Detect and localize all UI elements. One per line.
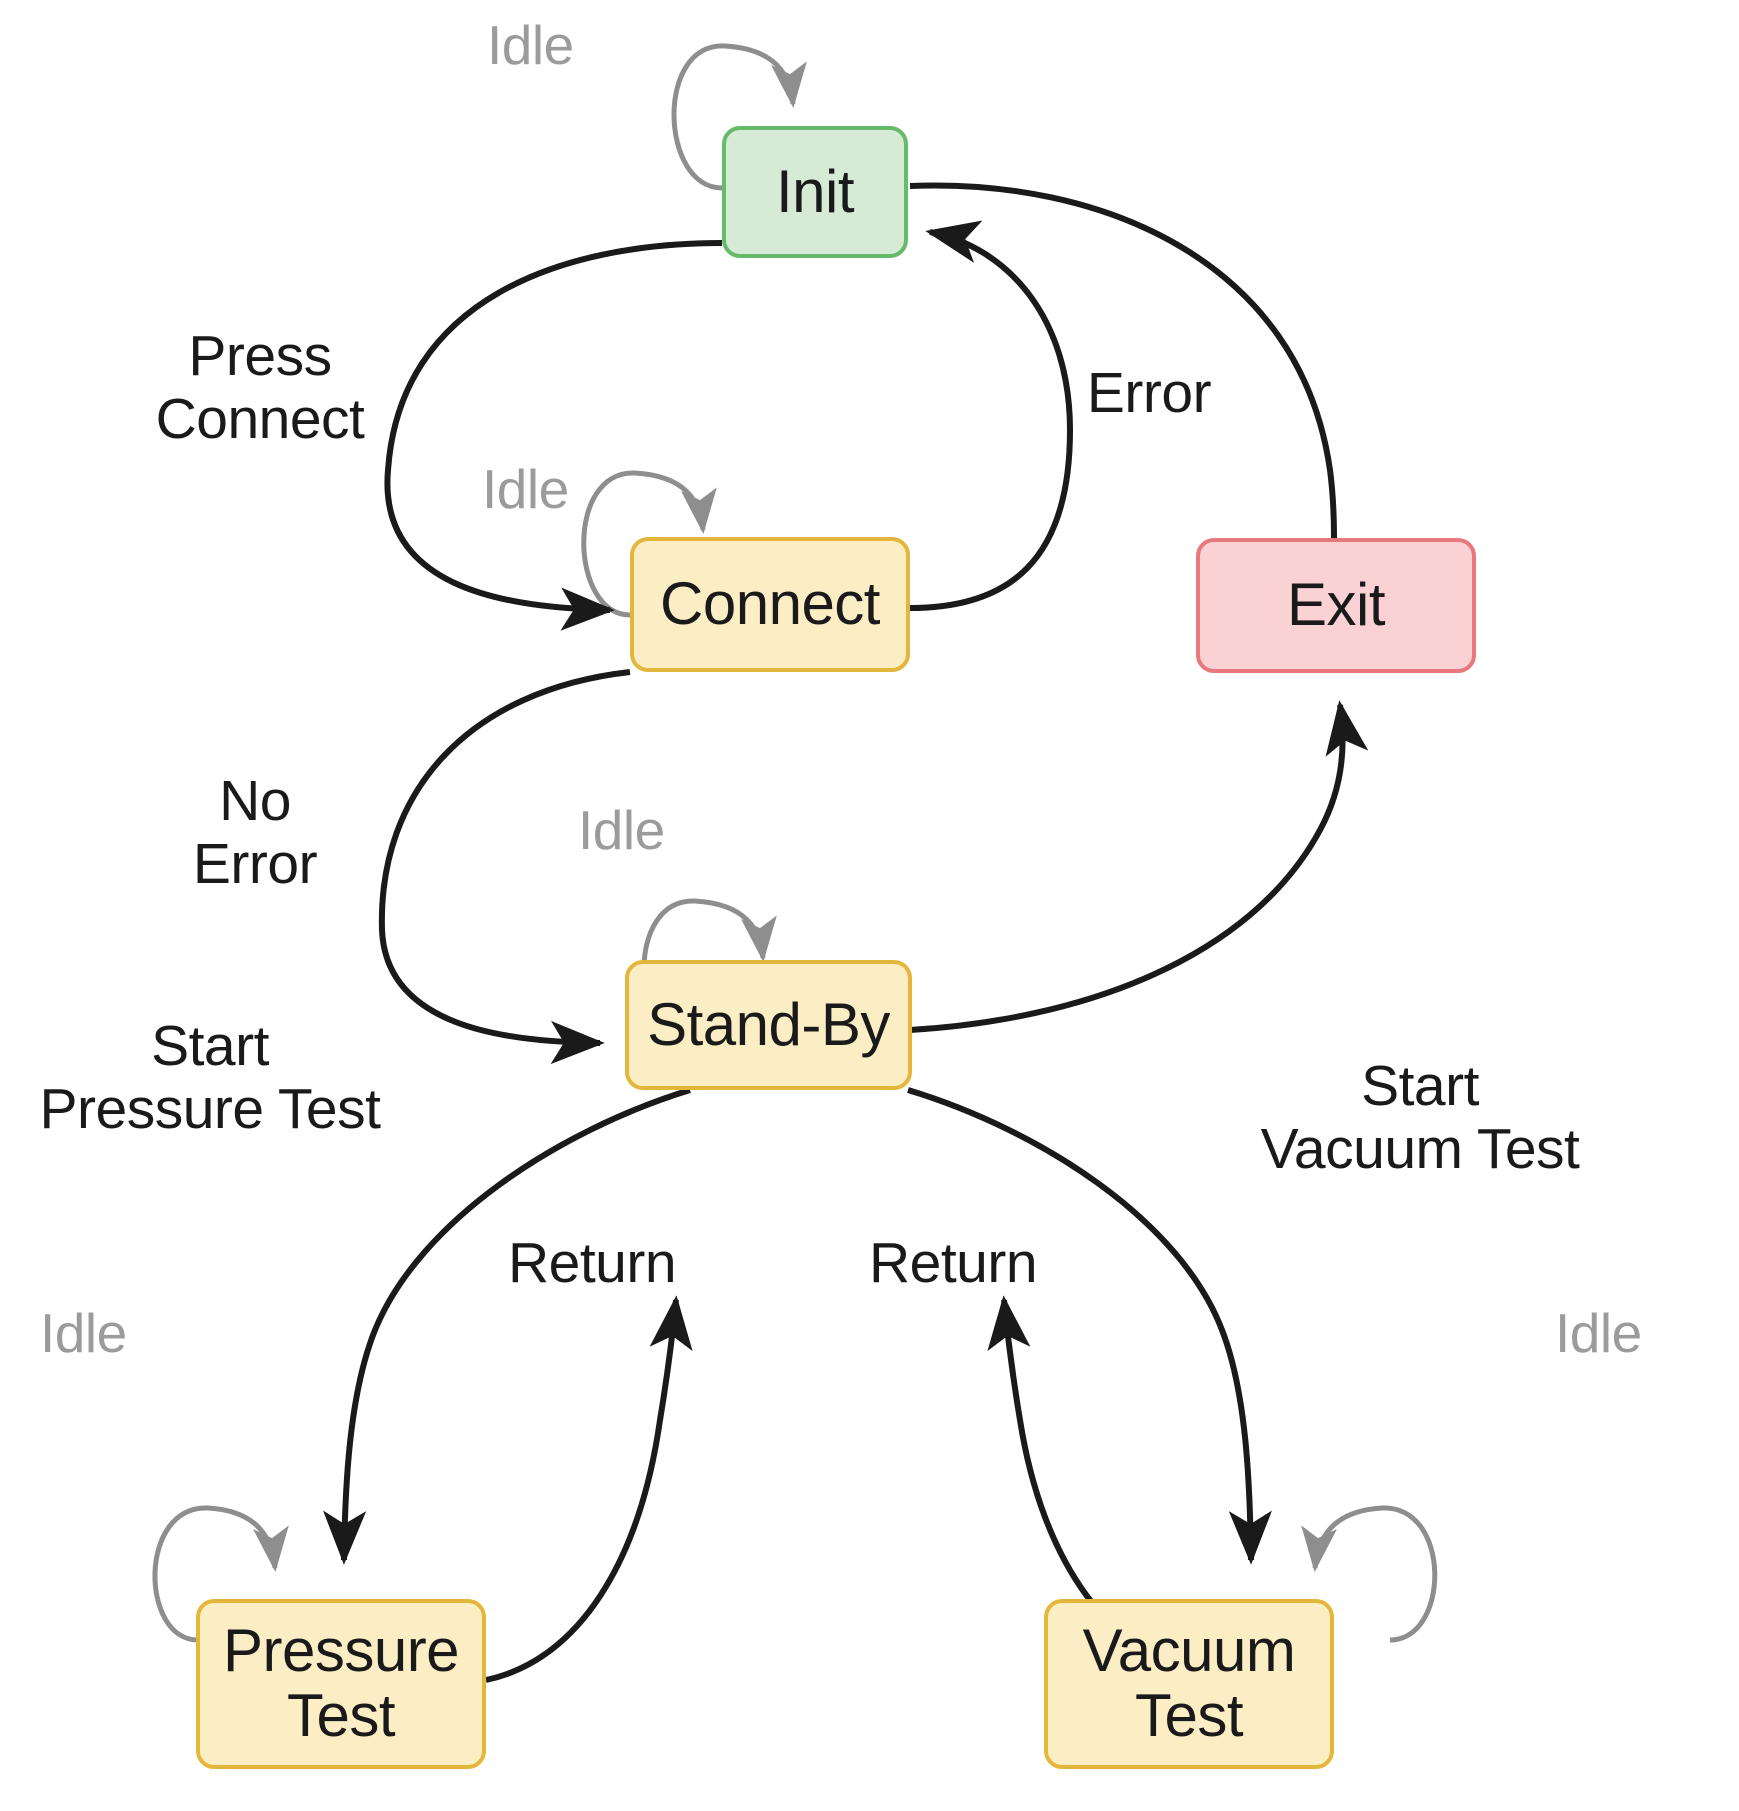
self-loop-vacuum-test <box>1301 1505 1438 1643</box>
edge-connect-to-standby <box>378 669 631 1065</box>
state-node-connect[interactable]: Connect <box>630 537 910 672</box>
edge-standby-to-pressure-test <box>323 1087 691 1565</box>
edge-label-no-error: No Error <box>192 769 318 896</box>
state-node-exit[interactable]: Exit <box>1196 538 1476 673</box>
self-loop-label-connect-idle: Idle <box>482 458 569 520</box>
edge-label-start-vacuum-test: Start Vacuum Test <box>1260 1054 1580 1181</box>
state-node-vacuum-test[interactable]: Vacuum Test <box>1044 1599 1334 1769</box>
edge-label-return-left: Return <box>507 1231 677 1295</box>
state-node-standby[interactable]: Stand-By <box>625 960 912 1090</box>
self-loop-label-vacuum-test-idle: Idle <box>1555 1302 1642 1364</box>
state-node-init[interactable]: Init <box>722 126 908 258</box>
edge-label-return-right: Return <box>868 1231 1038 1295</box>
edge-pressure-test-to-standby <box>485 1295 693 1683</box>
edge-standby-to-vacuum-test <box>907 1087 1272 1565</box>
self-loop-pressure-test <box>152 1505 289 1643</box>
edge-label-start-pressure-test: Start Pressure Test <box>39 1014 381 1141</box>
edge-standby-to-exit <box>909 700 1369 1033</box>
edge-init-to-connect <box>384 240 723 631</box>
self-loop-label-pressure-test-idle: Idle <box>40 1302 127 1364</box>
edge-connect-to-init <box>909 220 1074 611</box>
state-node-pressure-test[interactable]: Pressure Test <box>196 1599 486 1769</box>
self-loop-label-standby-idle: Idle <box>578 799 665 861</box>
self-loop-label-init-idle: Idle <box>487 14 574 76</box>
edge-label-error: Error <box>1086 361 1212 425</box>
self-loop-init <box>671 43 807 191</box>
edge-label-press-connect: Press Connect <box>155 324 365 451</box>
